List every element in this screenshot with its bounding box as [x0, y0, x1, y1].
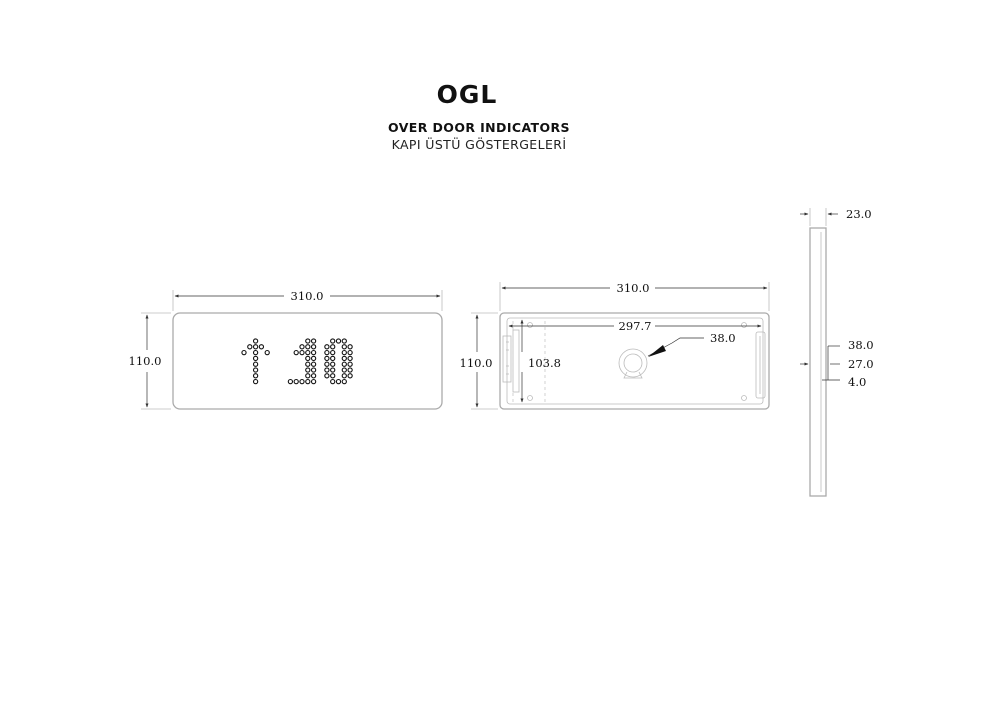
- matrix-dot: [341, 355, 347, 362]
- side-view: 23.0 38.0 27.0 4.0: [800, 207, 874, 497]
- matrix-dot: [247, 344, 253, 350]
- back-inner-height-label: 103.8: [528, 356, 561, 370]
- matrix-dot: [287, 378, 294, 385]
- side-depth-label: 23.0: [846, 207, 872, 221]
- matrix-dot: [310, 355, 317, 362]
- back-height-label: 110.0: [460, 356, 493, 370]
- matrix-dot: [324, 373, 330, 379]
- matrix-dot: [347, 344, 353, 350]
- matrix-dot: [330, 361, 336, 367]
- matrix-dot: [324, 367, 330, 373]
- matrix-dot: [324, 349, 330, 356]
- matrix-dot: [335, 378, 342, 385]
- matrix-dot: [305, 367, 311, 373]
- front-view: 310.0 110.0: [129, 289, 443, 410]
- matrix-dot: [330, 367, 336, 373]
- matrix-dot: [341, 361, 347, 367]
- matrix-dot: [347, 355, 353, 362]
- matrix-dot: [252, 367, 259, 373]
- matrix-dot: [347, 367, 353, 373]
- matrix-dot: [310, 373, 317, 379]
- matrix-dot: [305, 349, 311, 356]
- matrix-dot: [310, 349, 317, 356]
- front-width-label: 310.0: [291, 289, 324, 303]
- matrix-dot: [310, 361, 317, 367]
- subtitle-english: OVER DOOR INDICATORS: [388, 120, 570, 135]
- dot-matrix-display: [241, 338, 353, 385]
- matrix-dot: [324, 355, 330, 362]
- matrix-dot: [324, 361, 330, 367]
- matrix-dot: [330, 355, 336, 362]
- side-panel-outline: [809, 227, 827, 497]
- matrix-dot: [252, 349, 259, 356]
- back-view: 38.0 310.0 297.7 110.0 103.8: [460, 281, 770, 410]
- matrix-dot: [252, 378, 259, 385]
- matrix-dot: [293, 378, 299, 385]
- matrix-dot: [241, 349, 247, 356]
- matrix-dot: [252, 355, 259, 362]
- matrix-dot: [330, 349, 336, 356]
- matrix-dot: [305, 378, 311, 385]
- matrix-dot: [335, 338, 342, 344]
- matrix-dot: [305, 373, 311, 379]
- cable-hole: [618, 348, 648, 378]
- matrix-dot: [330, 344, 336, 350]
- matrix-dot: [305, 355, 311, 362]
- matrix-dot: [310, 338, 317, 344]
- matrix-dot: [341, 367, 347, 373]
- matrix-dot: [252, 338, 259, 344]
- matrix-dot: [341, 378, 347, 385]
- matrix-dot: [252, 344, 259, 350]
- matrix-dot: [264, 349, 270, 356]
- matrix-dot: [299, 344, 305, 350]
- side-dim-c-label: 4.0: [848, 375, 866, 389]
- matrix-dot: [341, 349, 347, 356]
- back-width-label: 310.0: [617, 281, 650, 295]
- back-inner-width-label: 297.7: [619, 319, 652, 333]
- side-dim-b-label: 27.0: [848, 357, 874, 371]
- hole-diameter-label: 38.0: [710, 331, 736, 345]
- matrix-dot: [341, 373, 347, 379]
- matrix-dot: [310, 378, 317, 385]
- subtitle-turkish: KAPI ÜSTÜ GÖSTERGELERİ: [391, 137, 567, 152]
- matrix-dot: [310, 344, 317, 350]
- matrix-dot: [324, 344, 330, 350]
- matrix-dot: [252, 373, 259, 379]
- matrix-dot: [305, 338, 311, 344]
- matrix-dot: [330, 338, 336, 344]
- matrix-dot: [252, 361, 259, 367]
- matrix-dot: [293, 349, 299, 356]
- matrix-dot: [299, 378, 305, 385]
- matrix-dot: [341, 344, 347, 350]
- matrix-dot: [258, 344, 265, 350]
- matrix-dot: [347, 349, 353, 356]
- back-panel-outline: [499, 312, 770, 410]
- matrix-dot: [330, 373, 336, 379]
- matrix-dot: [347, 361, 353, 367]
- matrix-dot: [305, 344, 311, 350]
- page-title: OGL: [436, 80, 498, 109]
- front-height-label: 110.0: [129, 354, 162, 368]
- matrix-dot: [341, 338, 347, 344]
- side-dim-a-label: 38.0: [848, 338, 874, 352]
- matrix-dot: [330, 378, 336, 385]
- front-panel-outline: [172, 312, 443, 410]
- matrix-dot: [305, 361, 311, 367]
- matrix-dot: [310, 367, 317, 373]
- matrix-dot: [347, 373, 353, 379]
- matrix-dot: [299, 349, 305, 356]
